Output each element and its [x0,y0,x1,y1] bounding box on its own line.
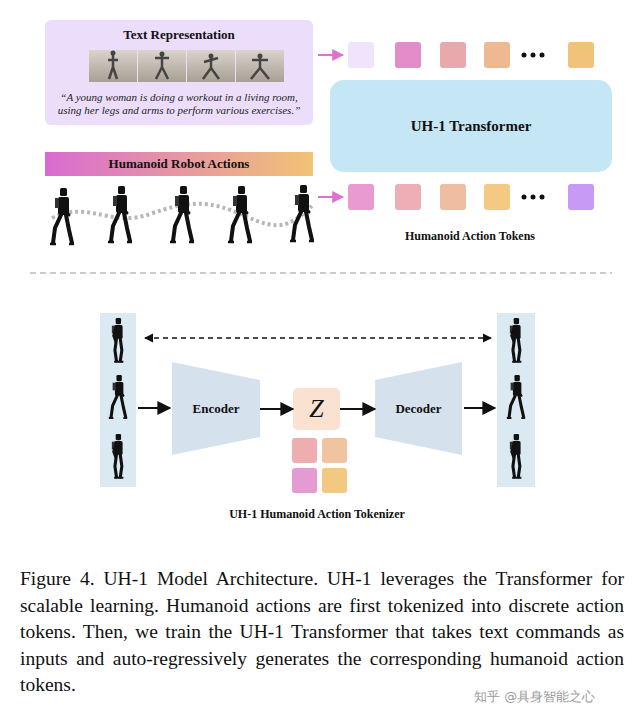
figure-caption: Figure 4. UH-1 Model Architecture. UH-1 … [20,566,624,699]
input-arrow [318,196,343,198]
input-motion-panel [100,313,136,487]
node-title: Humanoid Robot Actions [109,156,250,172]
section-label: Humanoid Action Tokens [330,229,610,244]
flow-arrow [138,407,170,409]
transformer-box: UH-1 Transformer [330,80,612,172]
section-label: UH-1 Humanoid Action Tokenizer [117,507,517,522]
latent-box: Z [293,388,340,430]
node-title: Text Representation [123,27,235,43]
reconstruction-arrow [145,337,491,338]
watermark: 知乎 @具身智能之心 [474,688,632,706]
robot-actions-bar: Humanoid Robot Actions [45,152,313,176]
node-title: UH-1 Transformer [411,118,532,135]
token-grid [292,438,347,493]
decoder-trapezoid: Decoder [375,362,462,455]
action-token-row [348,184,594,210]
node-body: “A young woman is doing a workout in a l… [55,91,303,117]
encoder-trapezoid: Encoder [172,362,260,455]
node-title: Z [309,394,323,424]
text-token-row [348,42,594,68]
node-title: Encoder [193,401,240,417]
text-representation-box: Text Representation “A young woman is doi… [45,20,313,125]
flow-arrow [340,408,375,410]
node-title: Decoder [395,401,441,417]
flow-arrow [464,407,495,409]
robot-sequence [50,185,314,244]
input-arrow [318,54,343,56]
section-separator [30,272,612,274]
trapezoid-fill [375,362,462,455]
output-motion-panel [497,313,535,487]
flow-arrow [260,408,293,410]
trapezoid-fill [172,362,260,455]
